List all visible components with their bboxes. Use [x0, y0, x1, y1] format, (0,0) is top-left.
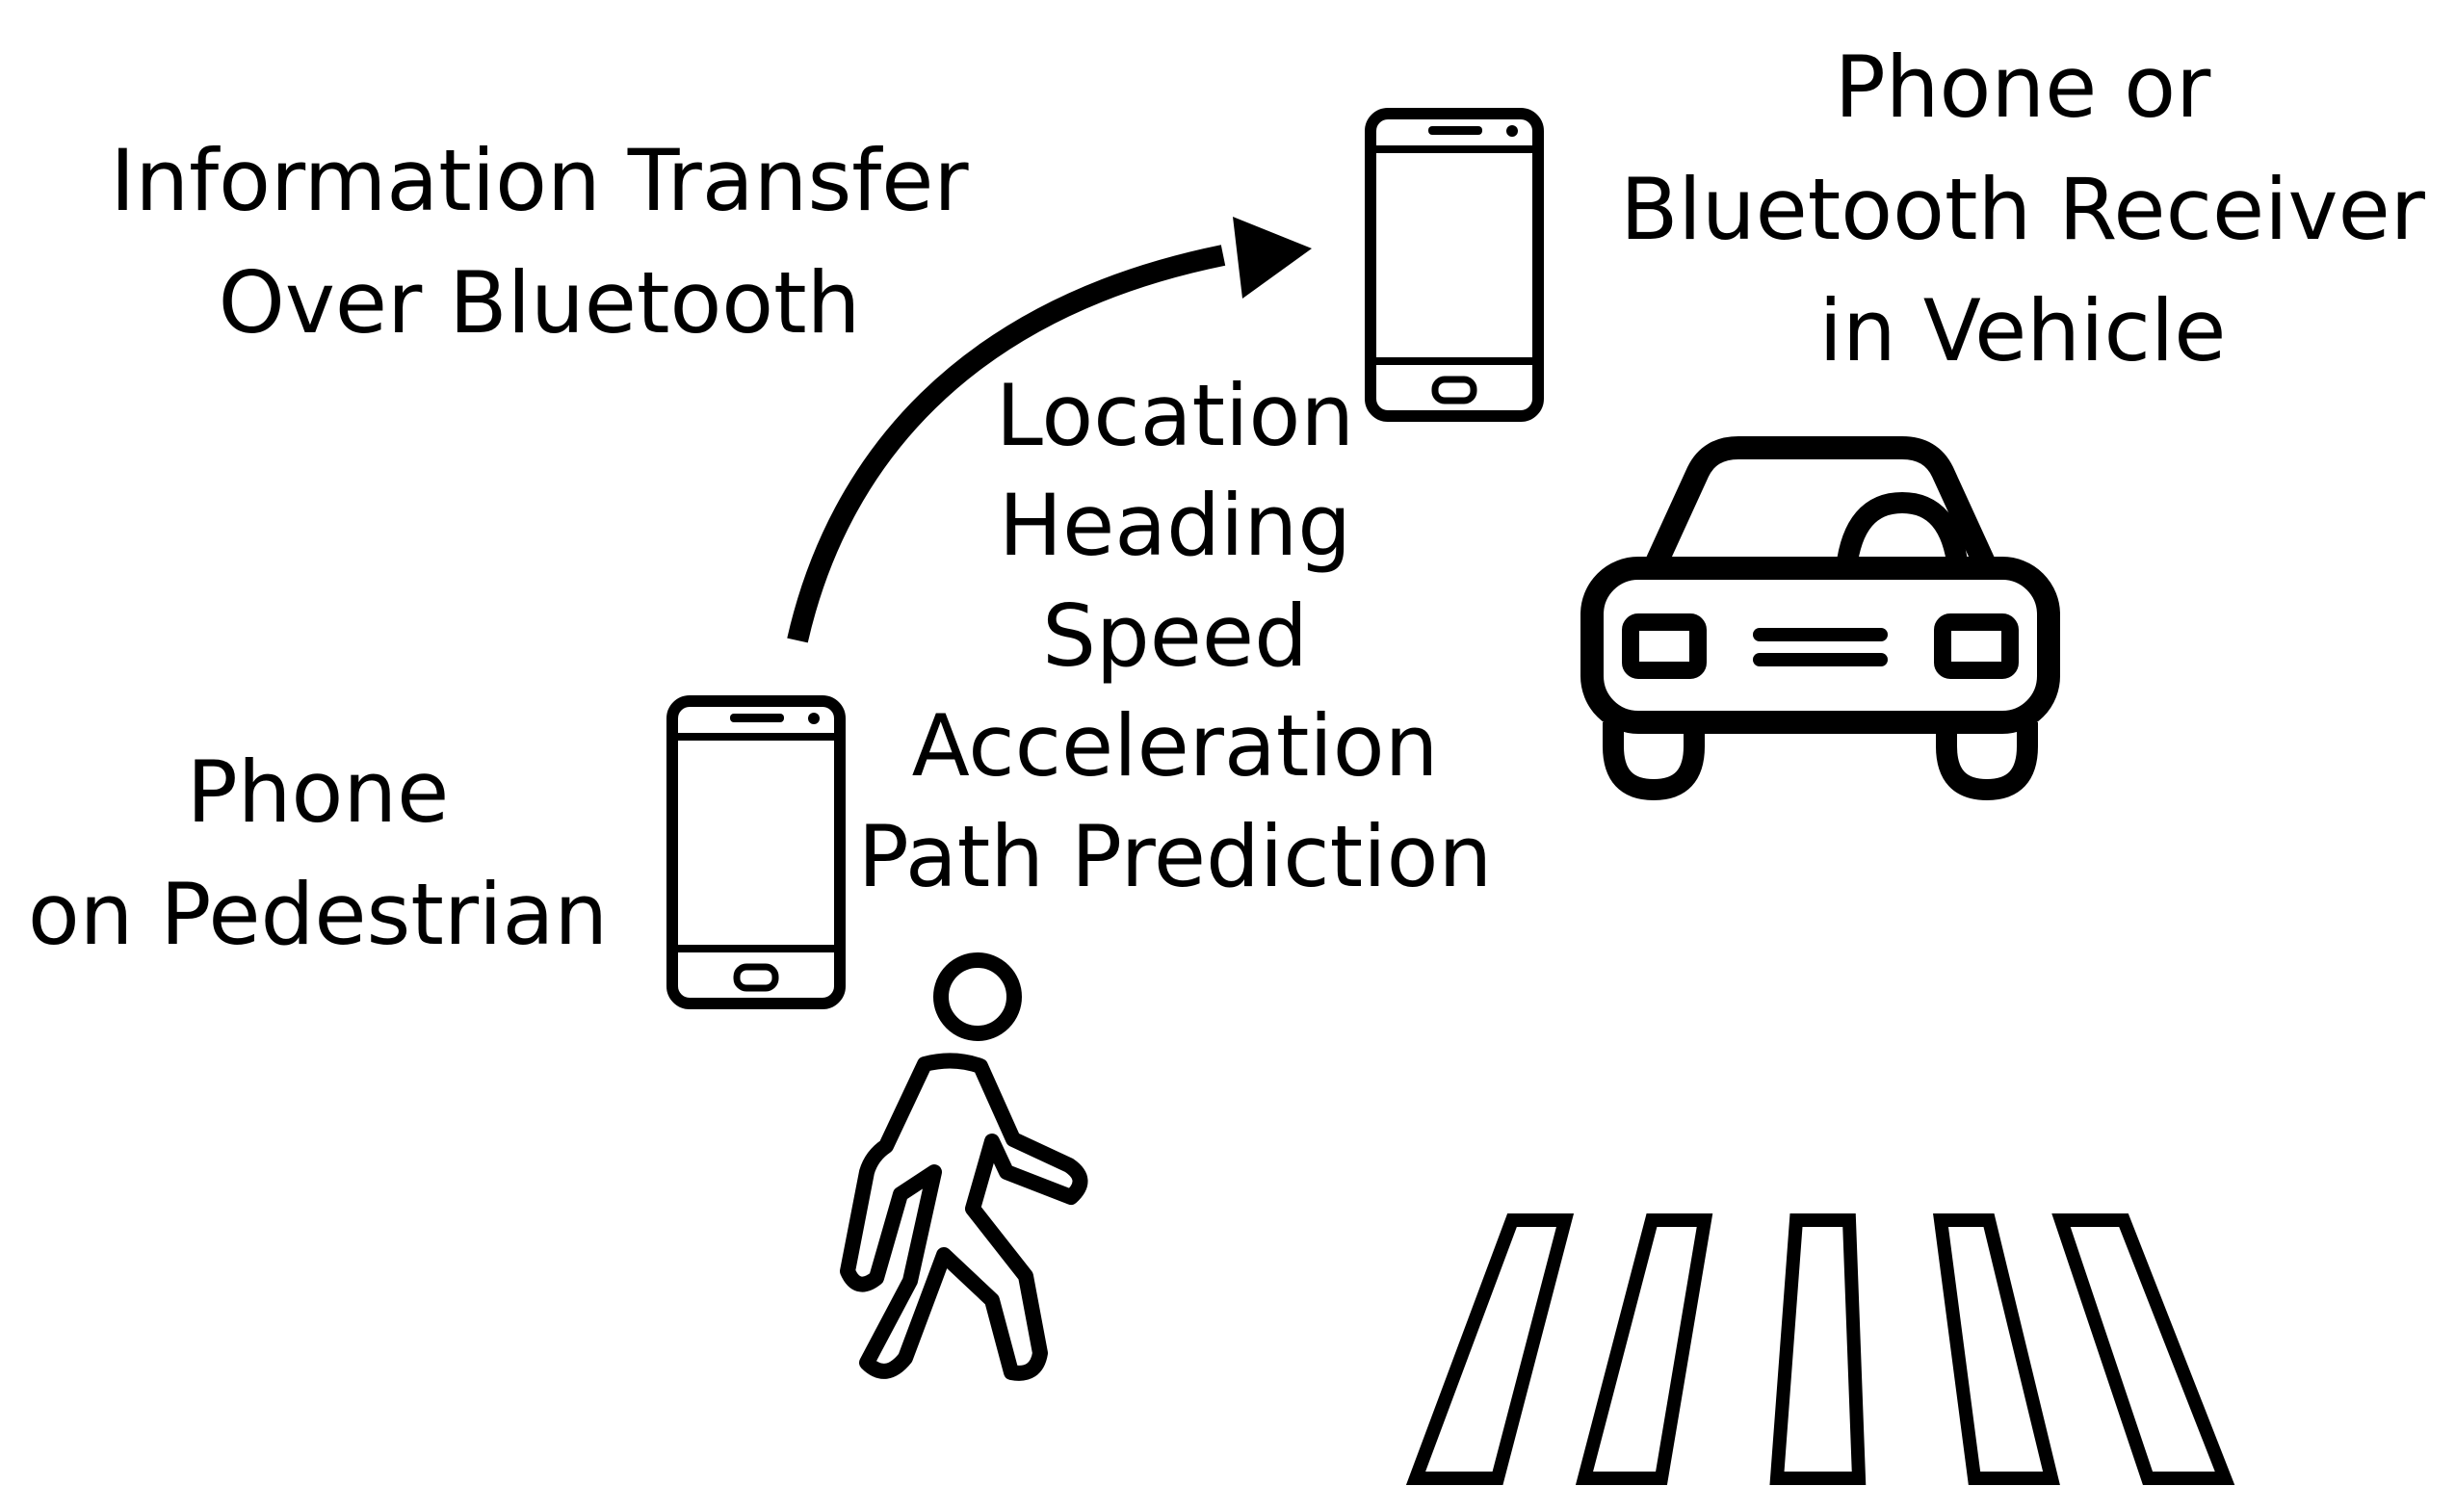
pedestrian-phone-icon [666, 695, 846, 1009]
receiver-phone-icon [1365, 108, 1544, 422]
data-fields-list: Location Heading Speed Acceleration Path… [848, 361, 1502, 912]
data-field-path-prediction: Path Prediction [857, 806, 1493, 906]
car-icon [1580, 436, 2060, 801]
pedestrian-phone-label: Phone on Pedestrian [0, 732, 636, 976]
pedestrian-phone-label-line2: on Pedestrian [27, 864, 609, 964]
data-field-location: Location [995, 366, 1355, 465]
receiver-label-line2: Bluetooth Receiver [1620, 159, 2425, 259]
transfer-label-line1: Information Transfer [110, 131, 969, 230]
data-field-speed: Speed [1042, 586, 1308, 686]
receiver-label: Phone or Bluetooth Receiver in Vehicle [1599, 27, 2446, 393]
data-field-heading: Heading [998, 476, 1352, 576]
transfer-label: Information Transfer Over Bluetooth [58, 120, 1021, 364]
receiver-label-line3: in Vehicle [1818, 281, 2227, 381]
data-field-acceleration: Acceleration [911, 696, 1439, 796]
transfer-label-line2: Over Bluetooth [218, 252, 861, 352]
pedestrian-phone-label-line1: Phone [186, 743, 450, 842]
walking-person-icon [840, 952, 1088, 1381]
receiver-label-line1: Phone or [1834, 38, 2211, 137]
crosswalk-icon [1405, 1213, 2235, 1485]
